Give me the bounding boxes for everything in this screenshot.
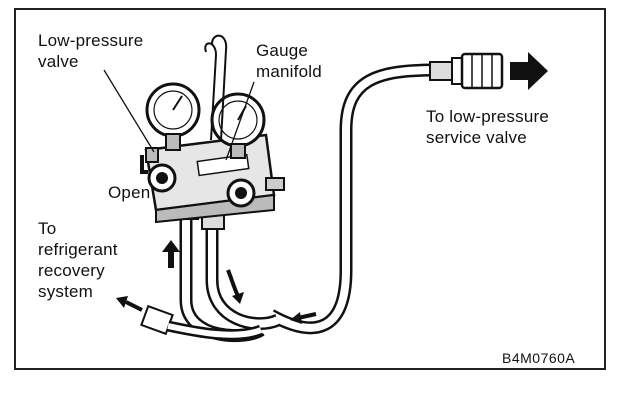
low-pressure-gauge (145, 82, 201, 151)
to-service-arrow-icon (510, 52, 548, 90)
manifold-illustration (103, 34, 548, 342)
open-label: Open (108, 183, 151, 202)
to-low-pressure-service-valve-label: To low-pressure service valve (426, 107, 549, 147)
hanger-hook (204, 34, 228, 141)
flow-left-arrow-icon (297, 312, 317, 320)
valve-leader-line (103, 69, 155, 153)
gauge-manifold-label: Gauge manifold (256, 41, 322, 81)
manifold-leader-line (225, 81, 255, 161)
recovery-coupling (140, 304, 264, 341)
service-coupler (429, 52, 504, 90)
service-hose-right (267, 63, 437, 335)
low-pressure-valve-knob (145, 147, 177, 193)
flow-up-arrow-icon (162, 240, 180, 268)
flow-down-arrow-icon (226, 269, 240, 297)
high-pressure-valve-knob (226, 178, 256, 208)
low-pressure-valve-label: Low-pressure valve (38, 31, 144, 71)
figure-code: B4M0760A (502, 350, 576, 366)
diagram-frame: Low-pressure valve Gauge manifold Open T… (14, 8, 606, 370)
open-arrow-icon (140, 155, 148, 174)
to-refrigerant-recovery-label: To refrigerant recovery system (38, 219, 118, 301)
recovery-arrow-icon (125, 300, 143, 312)
